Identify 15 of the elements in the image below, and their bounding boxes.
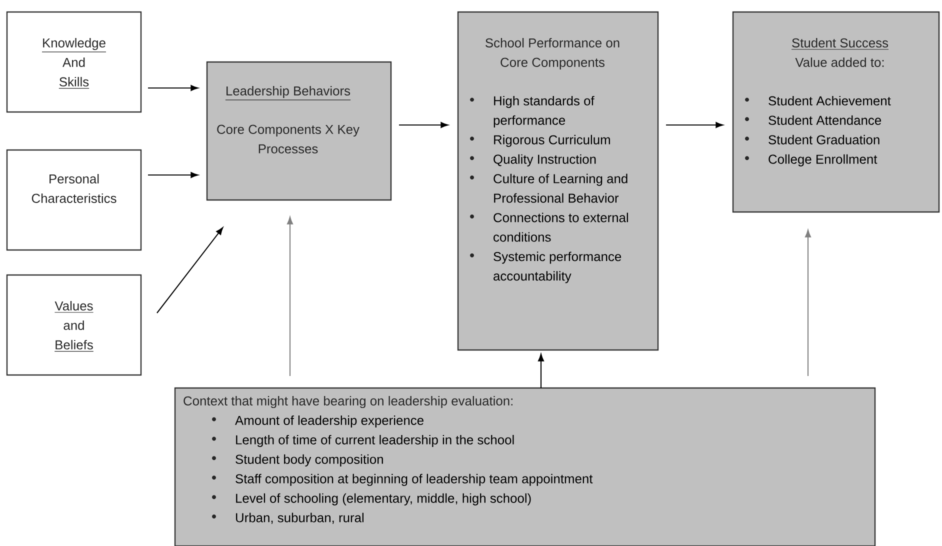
outcome-box: Student Success Value added to: Student Achievement Student Attendance Student Graduation College Enrollment (732, 11, 940, 213)
outcome-box: School Performance on Core Components High standards of performance Rigorous Curriculum Quality Instruction Culture of Learning and Professional Behavior Connections to external conditions Systemic performance accountability (457, 11, 659, 351)
input-box: Knowledge And Skills (6, 11, 142, 113)
input-box: Personal Characteristics (6, 149, 142, 251)
arrow (538, 354, 544, 388)
process-box: Leadership Behaviors Core Components X Key Processes (206, 61, 392, 201)
input-box: Values and Beliefs (6, 274, 142, 376)
arrow (148, 172, 198, 178)
arrow (287, 216, 293, 376)
context-box: Context that might have bearing on leadership evaluation: Amount of leadership experience Length of time of current leadership in the school Student body composition Staff composition at beginning of leadership team appointment Level of schooling (elementary, middle, high school) Urban, suburban, rural (174, 387, 876, 546)
arrow (148, 85, 198, 91)
arrow (399, 122, 448, 128)
arrow (156, 227, 224, 314)
arrow (666, 122, 724, 128)
arrow (805, 230, 811, 376)
